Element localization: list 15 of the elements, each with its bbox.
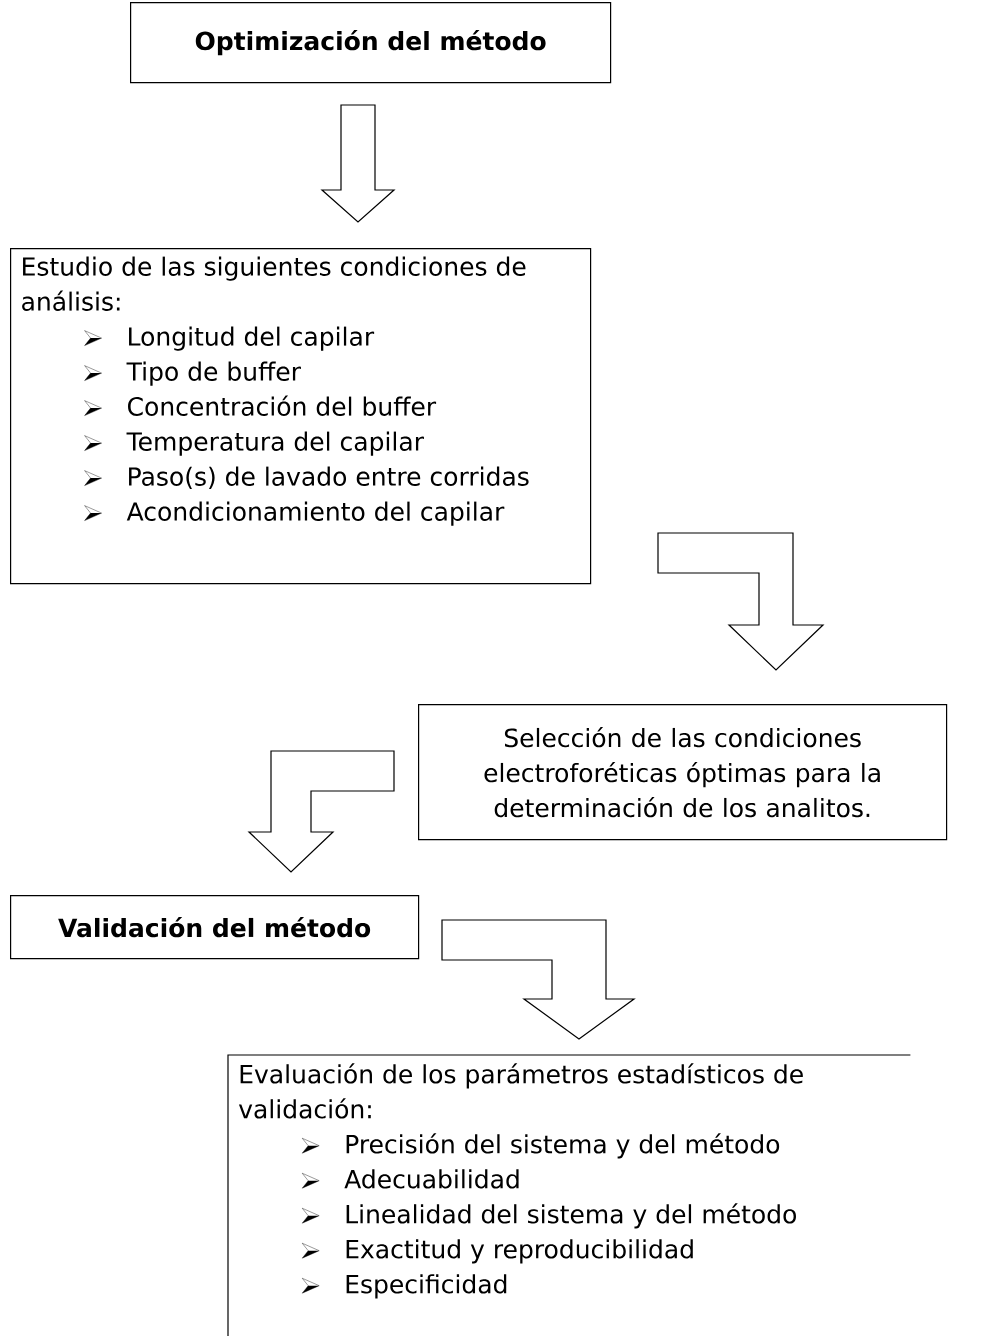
process-box: Validación del método: [10, 895, 420, 960]
block-arrow: [247, 750, 395, 873]
process-box: Evaluación de los parámetros estadísticos de validación: Precisión del sistema y del método Adecuabilidad Linealidad del sistema y del método Exactitud y reproducibilidad Especificidad: [227, 1054, 911, 1336]
process-box: Estudio de las siguientes condiciones de análisis: Longitud del capilar Tipo de buffer Concentración del buffer Temperatura del capilar Paso(s) de lavado entre corridas Acondicionamiento del capilar: [10, 248, 592, 585]
block-arrow: [320, 104, 396, 223]
node-label: Especificidad: [346, 1274, 507, 1299]
block-arrow: [657, 532, 825, 671]
node-label: Evaluación de los parámetros estadísticos de validación:: [238, 1063, 803, 1119]
block-arrow: [441, 919, 636, 1040]
node-label: Exactitud y reproducibilidad: [346, 1239, 693, 1264]
process-box: Selección de las condiciones electroforéticas óptimas para la determinación de los analitos.: [418, 704, 948, 841]
node-label: Linealidad del sistema y del método: [346, 1203, 796, 1229]
node-label: Adecuabilidad: [344, 1169, 519, 1189]
process-box: Optimización del método: [130, 2, 612, 84]
node-label: Precisión del sistema y del método: [346, 1133, 780, 1159]
